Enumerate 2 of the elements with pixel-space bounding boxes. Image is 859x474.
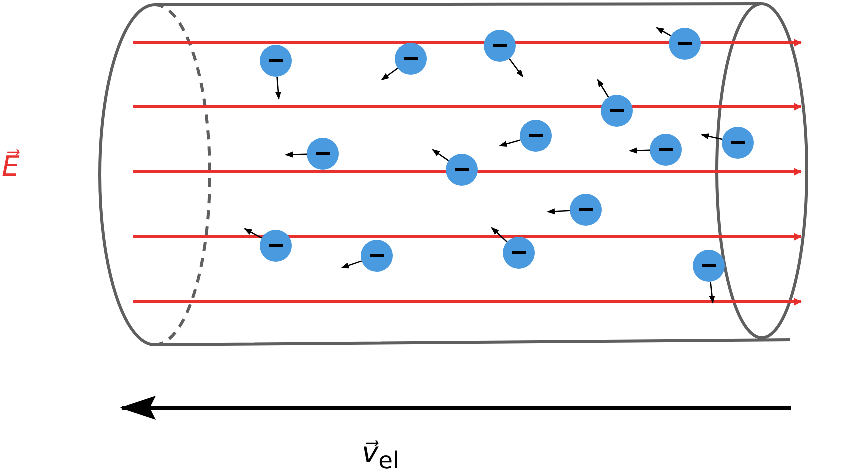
velocity-label: v⃗$_{el}$: [362, 436, 400, 474]
field-label: E⃗: [2, 150, 20, 184]
